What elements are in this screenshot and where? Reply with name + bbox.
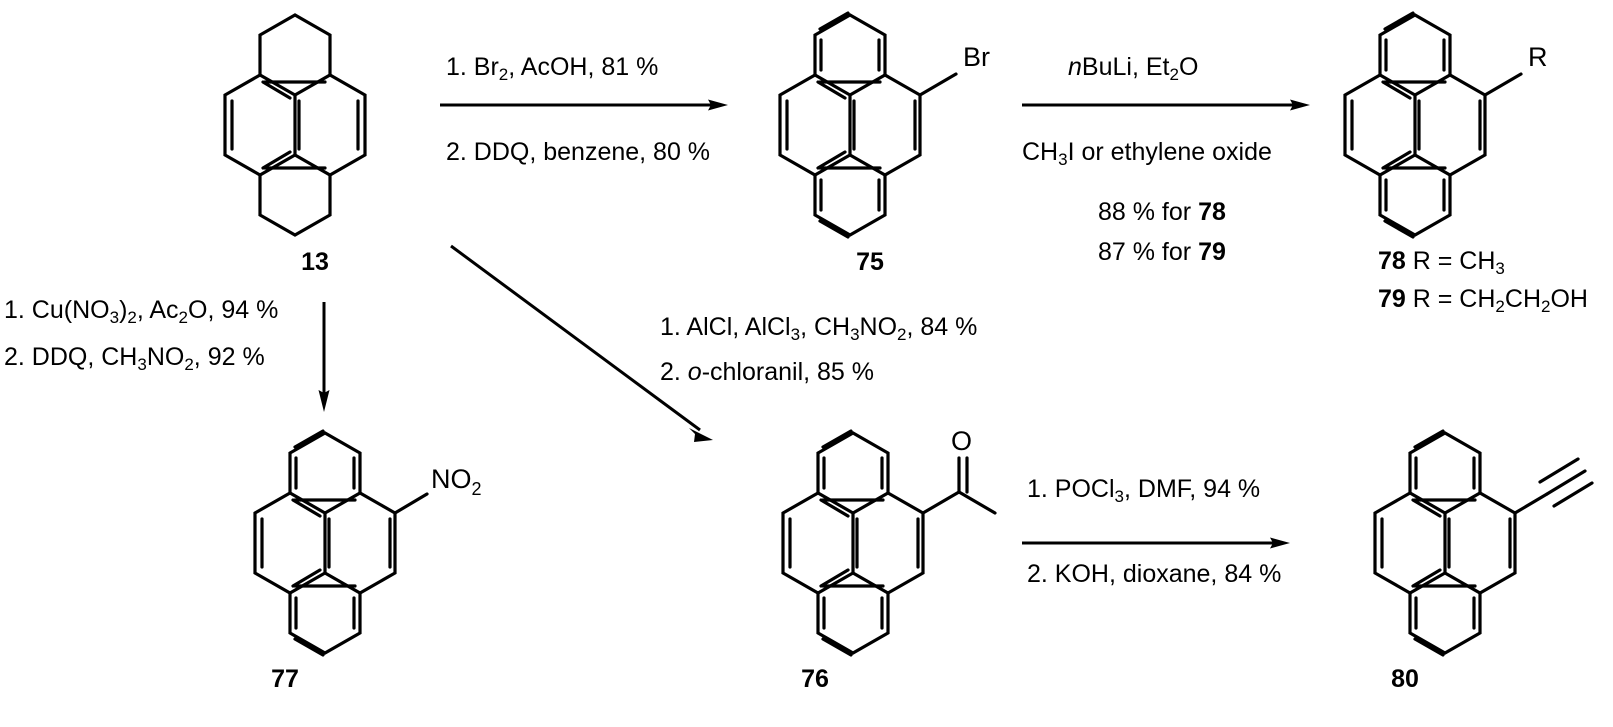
arrow-75-to-78-79 <box>1022 95 1312 115</box>
condition-text-yield-78: 88 % for 78 <box>1098 198 1226 226</box>
atom-label-o: O <box>951 426 972 456</box>
structure-compound-76: O <box>763 418 1023 668</box>
label-compound-80: 80 <box>1391 665 1419 693</box>
arrow-13-to-77 <box>313 302 335 414</box>
legend-compound-78: 78 R = CH3 <box>1378 247 1505 279</box>
condition-pocl3: 1. POCl3, DMF, 94 % <box>1027 477 1260 505</box>
structure-compound-75: Br <box>760 0 1010 250</box>
condition-chloranil: 2. o-chloranil, 85 % <box>660 360 874 385</box>
condition-text-pocl3: 1. POCl3, DMF, 94 % <box>1027 475 1261 506</box>
condition-text-chloranil: 2. o-chloranil, 85 % <box>660 358 875 386</box>
arrow-right-icon <box>440 99 728 111</box>
atom-label-br: Br <box>963 42 990 72</box>
compound-13-svg <box>223 13 367 237</box>
compound-78-79-svg: R <box>1343 11 1548 239</box>
label-compound-77: 77 <box>271 665 299 693</box>
condition-yield-78: 88 % for 78 <box>1098 200 1226 225</box>
condition-text-ddq-benzene: 2. DDQ, benzene, 80 % <box>446 138 711 166</box>
condition-text-ddq-ch3no2: 2. DDQ, CH3NO2, 92 % <box>4 343 265 374</box>
compound-80-svg <box>1373 429 1594 657</box>
arrow-right-icon <box>1022 99 1310 111</box>
condition-cu-no3: 1. Cu(NO3)2, Ac2O, 94 % <box>4 298 278 326</box>
condition-text-br2: 1. Br2, AcOH, 81 % <box>446 53 659 84</box>
structure-compound-77: NO2 <box>235 418 505 668</box>
condition-text-koh: 2. KOH, dioxane, 84 % <box>1027 560 1282 588</box>
legend-78-text: 78 R = CH3 <box>1378 247 1505 278</box>
label-compound-75: 75 <box>856 248 884 276</box>
condition-ddq-ch3no2: 2. DDQ, CH3NO2, 92 % <box>4 345 265 373</box>
structure-compound-78-79: R <box>1325 0 1575 250</box>
arrow-13-to-76 <box>445 238 735 453</box>
condition-text-alcl: 1. AlCl, AlCl3, CH3NO2, 84 % <box>660 313 978 344</box>
condition-koh: 2. KOH, dioxane, 84 % <box>1027 562 1281 587</box>
label-compound-13: 13 <box>301 248 329 276</box>
compound-75-svg: Br <box>778 11 990 239</box>
condition-ddq-benzene: 2. DDQ, benzene, 80 % <box>446 140 710 165</box>
structure-compound-13 <box>205 0 435 250</box>
compound-77-svg: NO2 <box>253 429 482 657</box>
condition-alcl: 1. AlCl, AlCl3, CH3NO2, 84 % <box>660 315 977 343</box>
arrow-76-to-80 <box>1022 533 1292 553</box>
condition-text-nbuli: nBuLi, Et2O <box>1068 53 1199 84</box>
arrow-right-icon <box>1022 537 1290 549</box>
condition-ch3i: CH3I or ethylene oxide <box>1022 140 1272 168</box>
structure-compound-80 <box>1355 418 1605 668</box>
legend-compound-79: 79 R = CH2CH2OH <box>1378 285 1588 317</box>
condition-yield-79: 87 % for 79 <box>1098 240 1226 265</box>
condition-text-cu-no3: 1. Cu(NO3)2, Ac2O, 94 % <box>4 296 279 327</box>
label-compound-76: 76 <box>801 665 829 693</box>
arrow-down-icon <box>318 302 330 412</box>
arrow-diagonal-down-right-icon <box>450 244 713 442</box>
compound-76-svg: O <box>781 426 997 657</box>
condition-nbuli: nBuLi, Et2O <box>1068 55 1198 83</box>
atom-label-no2: NO2 <box>431 464 482 499</box>
legend-79-text: 79 R = CH2CH2OH <box>1378 285 1588 316</box>
condition-text-yield-79: 87 % for 79 <box>1098 238 1226 266</box>
condition-br2-acoh: 1. Br2, AcOH, 81 % <box>446 55 658 83</box>
arrow-13-to-75 <box>440 95 730 115</box>
condition-text-ch3i: CH3I or ethylene oxide <box>1022 138 1272 169</box>
atom-label-r: R <box>1528 42 1548 72</box>
